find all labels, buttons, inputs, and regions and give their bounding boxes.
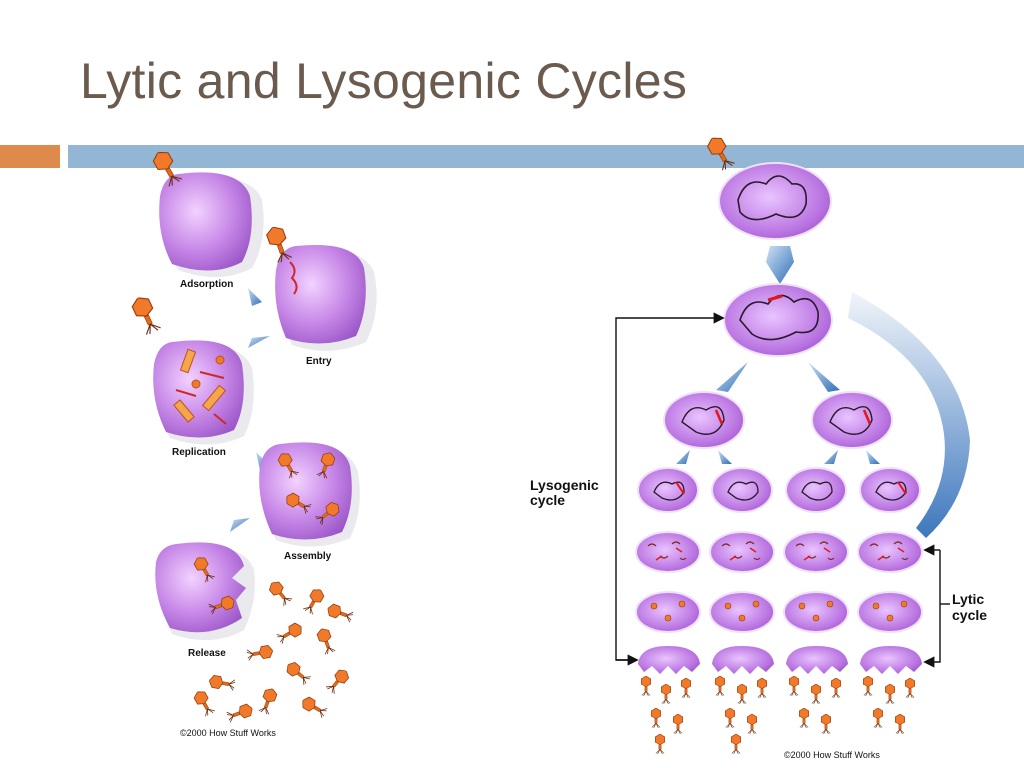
lytic-label-line1: Lytic [952,591,984,607]
right-cycles: Lysogenic cycle Lytic cycle ©2000 How St… [530,133,987,760]
cell-row5 [635,531,923,573]
cell-row7 [638,646,922,674]
cell-row3 [663,391,893,449]
cell-entry [264,223,377,351]
phage-icon [704,133,737,173]
slide-title: Lytic and Lysogenic Cycles [80,53,688,109]
cell-replication [153,340,254,445]
lysogenic-label-line2: cycle [530,492,565,508]
arrow-icon [766,246,794,284]
left-lytic-steps: Adsorption Entry Replicat [129,147,377,738]
arrow-icon [248,336,270,348]
stage-label-replication: Replication [172,447,226,458]
cell-row6 [635,591,923,633]
released-phages-right [640,676,916,754]
accent-bar-orange [0,145,60,168]
curved-arrow-icon [848,292,970,538]
lytic-label-line2: cycle [952,607,987,623]
cell-adsorption [150,147,264,278]
stage-label-release: Release [188,648,226,659]
arrow-icon [248,288,262,306]
left-copyright: ©2000 How Stuff Works [180,728,276,738]
arrow-icon [230,518,250,532]
lysogenic-label-line1: Lysogenic [530,477,599,493]
stage-label-assembly: Assembly [284,551,332,562]
cell-integrated [723,283,833,357]
cell-row4 [637,467,921,513]
stage-label-entry: Entry [306,356,332,367]
arrow-icon [716,362,748,392]
cell-release [155,542,255,641]
stage-label-adsorption: Adsorption [180,279,233,290]
cell-top [704,133,832,240]
lysogenic-bracket [615,312,725,666]
arrow-icon [808,362,840,392]
cell-assembly [259,442,360,547]
right-copyright: ©2000 How Stuff Works [784,750,880,760]
phage-icon [129,293,163,337]
accent-bar-blue [68,145,1024,168]
lytic-bracket [923,544,950,668]
